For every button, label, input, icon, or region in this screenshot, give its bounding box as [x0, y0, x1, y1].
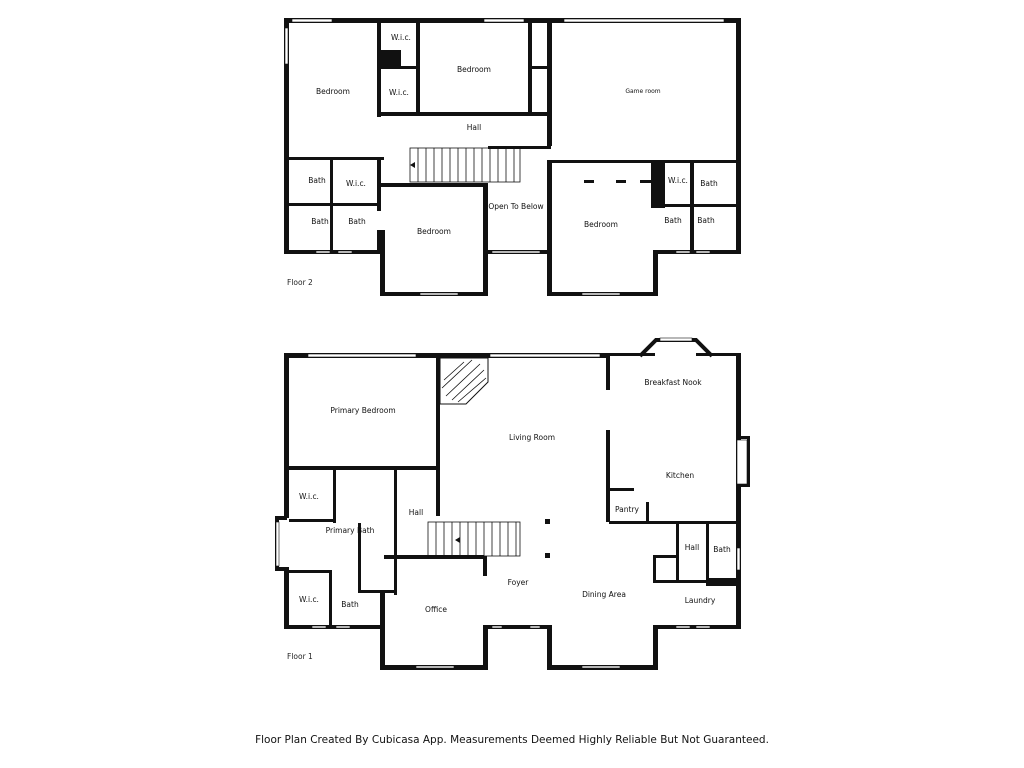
fireplace-icon: [439, 357, 489, 405]
f1-primary-bedroom-label: Primary Bedroom: [330, 406, 395, 415]
f2-bath-w1-label: Bath: [308, 176, 326, 185]
f2-hall-label: Hall: [467, 123, 481, 132]
f1-bath-label: Bath: [341, 600, 359, 609]
f1-bath-e-label: Bath: [713, 545, 731, 554]
f1-breakfast-nook-label: Breakfast Nook: [644, 378, 702, 387]
footer-disclaimer: Floor Plan Created By Cubicasa App. Meas…: [255, 734, 769, 746]
f2-wic-mid-label: W.i.c.: [389, 88, 409, 97]
f1-primary-bath-label: Primary Bath: [326, 526, 375, 535]
f2-wic-top-label: W.i.c.: [391, 33, 411, 42]
f1-kitchen-label: Kitchen: [666, 471, 694, 480]
f2-bedroom-south-label: Bedroom: [417, 227, 451, 236]
f1-hall-e-label: Hall: [685, 543, 699, 552]
f1-office-label: Office: [425, 605, 447, 614]
f2-bath-e1-label: Bath: [700, 179, 718, 188]
floor-1-stair-treads: [435, 522, 517, 556]
f1-wic-1-label: W.i.c.: [299, 492, 319, 501]
floor-2-plan: Bedroom W.i.c. W.i.c. Bedroom Game room …: [284, 18, 741, 296]
f2-bath-e3-label: Bath: [697, 216, 715, 225]
f2-wic-e-label: W.i.c.: [668, 176, 688, 185]
f1-foyer-label: Foyer: [508, 578, 530, 587]
f1-dining-area-label: Dining Area: [582, 590, 626, 599]
floor-1-label: Floor 1: [287, 652, 313, 661]
floor-2-label: Floor 2: [287, 278, 313, 287]
f2-bath-e2-label: Bath: [664, 216, 682, 225]
f2-bath-w3-label: Bath: [348, 217, 366, 226]
f2-bedroom-nw-label: Bedroom: [316, 87, 350, 96]
f1-pantry-label: Pantry: [615, 505, 640, 514]
f1-hall-w-label: Hall: [409, 508, 423, 517]
f2-open-to-below-label: Open To Below: [488, 202, 543, 211]
f2-bedroom-north-label: Bedroom: [457, 65, 491, 74]
floor-1-plan: Primary Bedroom Living Room Breakfast No…: [275, 337, 750, 670]
floor-2-stair-treads: [417, 148, 515, 182]
f1-laundry-label: Laundry: [685, 596, 716, 605]
f2-bedroom-se-label: Bedroom: [584, 220, 618, 229]
f1-living-room-label: Living Room: [509, 433, 555, 442]
f1-wic-2-label: W.i.c.: [299, 595, 319, 604]
f2-wic-w-label: W.i.c.: [346, 179, 366, 188]
f2-game-room-label: Game room: [625, 88, 660, 95]
f2-bath-w2-label: Bath: [311, 217, 329, 226]
